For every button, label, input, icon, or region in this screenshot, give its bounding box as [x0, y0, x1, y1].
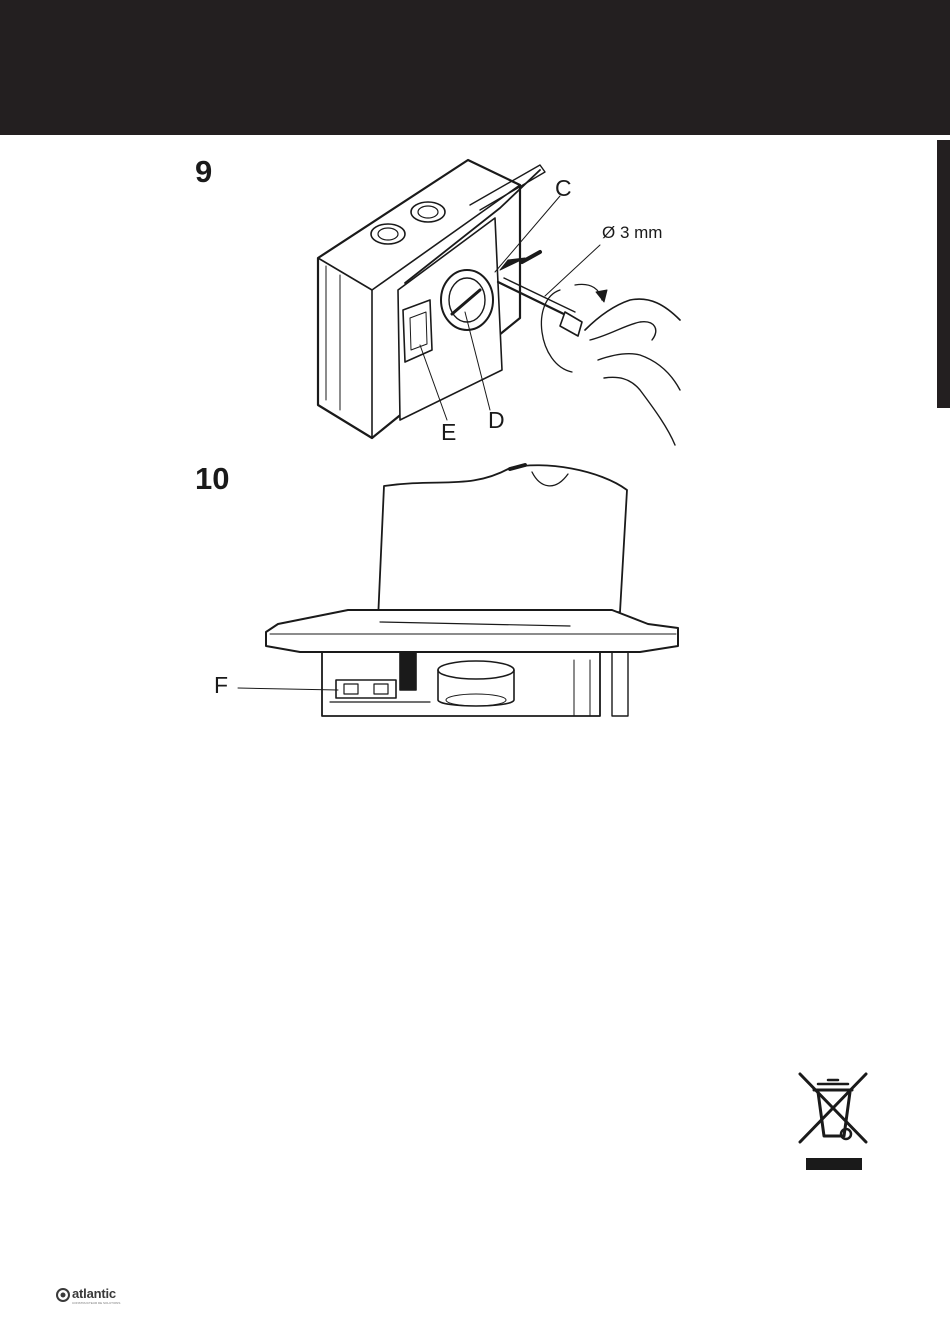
label-f: F: [214, 674, 228, 697]
brand-name: atlantic: [72, 1287, 116, 1300]
step-10-illustration: [0, 0, 950, 740]
brand-logo: atlantic CONSTRUCTEUR DE SOLUTIONS: [56, 1287, 136, 1307]
brand-tagline: CONSTRUCTEUR DE SOLUTIONS: [72, 1301, 120, 1305]
atlantic-logo-icon: [56, 1288, 70, 1302]
crossed-out-wheelie-bin-icon: [796, 1070, 870, 1174]
